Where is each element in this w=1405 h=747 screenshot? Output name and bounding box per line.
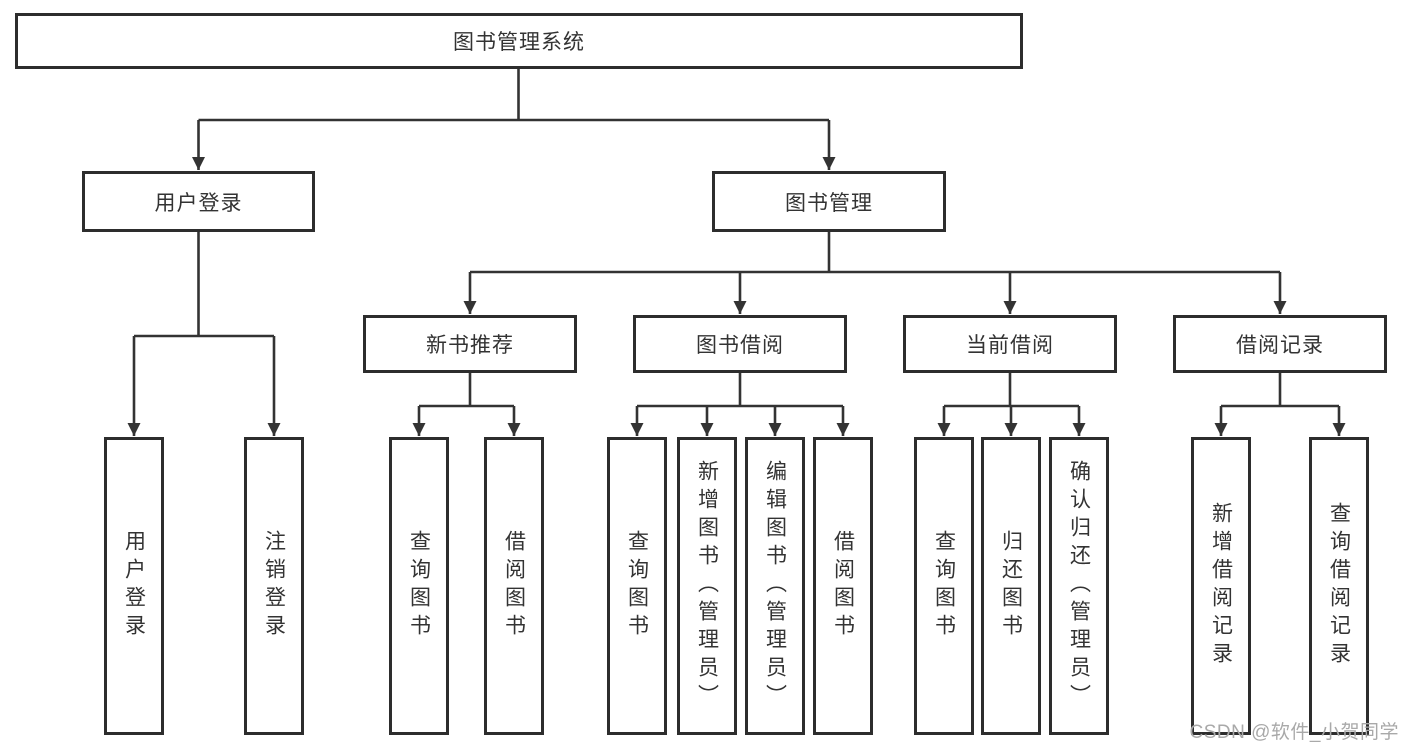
leaf-add-book-admin: 新增图书（管理员） [677,437,737,735]
csdn-watermark: CSDN @软件_小贺同学 [1189,722,1399,743]
leaf-query-book-recommend: 查询图书 [389,437,449,735]
node-book-management: 图书管理 [712,171,946,232]
node-user-login: 用户登录 [82,171,315,232]
leaf-borrow-book: 借阅图书 [813,437,873,735]
node-borrow-record: 借阅记录 [1173,315,1387,373]
node-library-system-root: 图书管理系统 [15,13,1023,69]
node-new-book-recommend: 新书推荐 [363,315,577,373]
leaf-query-borrow-record: 查询借阅记录 [1309,437,1369,735]
leaf-edit-book-admin: 编辑图书（管理员） [745,437,805,735]
leaf-logout: 注销登录 [244,437,304,735]
leaf-borrow-book-recommend: 借阅图书 [484,437,544,735]
node-current-borrow: 当前借阅 [903,315,1117,373]
leaf-confirm-return-admin: 确认归还（管理员） [1049,437,1109,735]
leaf-return-book: 归还图书 [981,437,1041,735]
leaf-query-book-borrow: 查询图书 [607,437,667,735]
leaf-user-login: 用户登录 [104,437,164,735]
leaf-query-book-current: 查询图书 [914,437,974,735]
node-book-borrow: 图书借阅 [633,315,847,373]
leaf-add-borrow-record: 新增借阅记录 [1191,437,1251,735]
